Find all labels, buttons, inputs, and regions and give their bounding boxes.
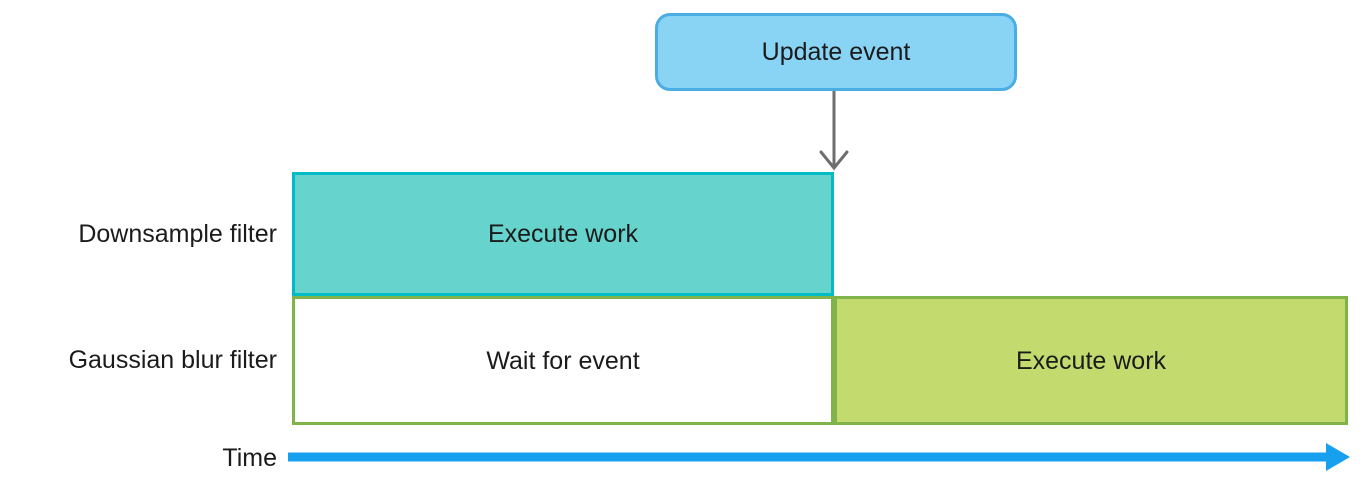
row-label-downsample-filter: Downsample filter	[0, 172, 277, 296]
time-axis-right-arrow-icon	[288, 443, 1350, 471]
row-label-text: Gaussian blur filter	[68, 346, 277, 374]
update-event-label: Update event	[761, 38, 911, 66]
row-label-gaussian-blur-filter: Gaussian blur filter	[0, 296, 277, 425]
update-event-down-arrow-icon	[819, 91, 849, 171]
segment-downsample-execute-work: Execute work	[292, 172, 834, 296]
time-label-text: Time	[222, 443, 277, 472]
segment-label: Execute work	[487, 220, 639, 248]
segment-label: Wait for event	[486, 346, 640, 375]
segment-label: Execute work	[1015, 346, 1167, 375]
segment-gaussian-execute-work: Execute work	[834, 296, 1348, 425]
row-label-text: Downsample filter	[78, 219, 277, 248]
segment-gaussian-wait-for-event: Wait for event	[292, 296, 834, 425]
time-axis-label: Time	[0, 440, 277, 476]
update-event-box: Update event	[655, 13, 1017, 91]
